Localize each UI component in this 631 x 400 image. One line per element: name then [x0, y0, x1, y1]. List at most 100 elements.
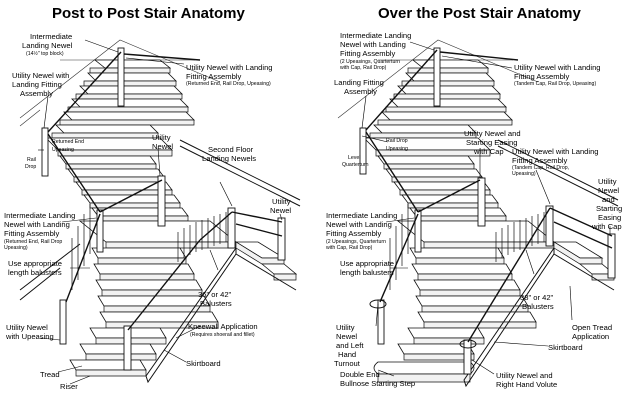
label-r-utility-landing-top-sub: (Tandem Cap, Rail Drop, Upeasing) — [514, 81, 596, 87]
label-r-utility-landing-mid-sub: (Tandem Cap, Rail Drop, — [512, 165, 569, 171]
label-r-intermediate-newel-2: Newel with Landing — [340, 40, 406, 49]
label-second-floor-newels: Second Floor — [208, 145, 254, 154]
label-r-balusters-height: 38" or 42" — [520, 293, 554, 302]
label-kneewall-sub: (Requires shoerail and fillet) — [190, 332, 255, 338]
right-newel-volute — [463, 339, 472, 375]
label-r-use-balusters-2: length balusters — [340, 268, 394, 277]
label-r-upeasing: Upeasing — [386, 146, 408, 152]
label-r-utility-easing-2: Starting Easing — [466, 138, 518, 147]
label-intermediate-assembly-3: Fitting Assembly — [4, 229, 59, 238]
label-r-turnout-3: and Left — [336, 341, 364, 350]
label-intermediate-landing-newel-2: Landing Newel — [22, 41, 73, 50]
label-utility-newel-2: Newel — [152, 142, 173, 151]
label-r-intermediate-newel: Intermediate Landing — [340, 31, 411, 40]
label-use-balusters-2: length balusters — [8, 268, 62, 277]
left-lower-flight — [69, 247, 219, 377]
left-stair-drawing — [19, 39, 301, 385]
label-r-turnout-4: Hand — [338, 350, 356, 359]
label-r-intermediate-low-sub-2: with Cap, Rail Drop) — [326, 245, 373, 251]
label-utility-newel-landing-right-2: Fitting Assembly — [186, 72, 241, 81]
label-drop: Drop — [25, 164, 36, 170]
label-utility-newel-landing-right: Utility Newel with Landing — [186, 63, 273, 72]
label-upeasing: Upeasing — [52, 147, 74, 153]
label-r-intermediate-newel-sub-2: with Cap, Rail Drop) — [340, 65, 387, 71]
label-r-intermediate-newel-sub: (2 Upeasings, Quarterturn — [340, 59, 400, 65]
label-utility-upeasing-2: with Upeasing — [5, 332, 54, 341]
label-utility-newel-landing-top-3: Assembly — [20, 89, 53, 98]
left-leader-lines — [38, 39, 283, 385]
right-newel-top — [433, 47, 441, 107]
label-intermediate-assembly: Intermediate Landing — [4, 211, 75, 220]
label-returned-end: Returned End — [52, 139, 84, 145]
right-panel-text: Over the Post Stair Anatomy Intermediate… — [326, 5, 622, 389]
label-intermediate-assembly-2: Newel with Landing — [4, 220, 70, 229]
label-tread: Tread — [40, 370, 60, 379]
label-r-utility-cap: Utility — [598, 177, 617, 186]
right-newel-far-right — [607, 233, 616, 279]
label-riser: Riser — [60, 382, 78, 391]
left-right-flight — [234, 241, 298, 291]
label-r-double-end: Double End — [340, 370, 380, 379]
label-utility-newel-landing-right-sub: (Returned End, Rail Drop, Upeasing) — [186, 81, 271, 87]
left-newel-upper-right — [157, 175, 166, 227]
label-utility-newel: Utility — [152, 133, 171, 142]
right-newel-upper-right — [477, 177, 486, 227]
right-newel-second-floor — [545, 205, 554, 247]
left-newel-posts — [41, 47, 286, 371]
label-r-utility-landing-top-2: Fitting Assembly — [514, 72, 569, 81]
label-r-open-tread-2: Application — [572, 332, 609, 341]
label-utility-newel-landing-top-2: Landing Fitting — [12, 80, 62, 89]
label-r-utility-cap-6: with Cap — [591, 222, 622, 231]
left-upper-flight — [51, 59, 195, 139]
right-newel-mid — [359, 127, 367, 175]
right-panel-title: Over the Post Stair Anatomy — [378, 5, 581, 22]
label-use-balusters: Use appropriate — [8, 259, 62, 268]
left-newel-top — [117, 47, 125, 107]
left-balusters — [71, 204, 227, 290]
label-r-landing-fitting: Landing Fitting — [334, 78, 384, 87]
left-panel-title: Post to Post Stair Anatomy — [52, 5, 245, 22]
label-utility-upeasing: Utility Newel — [6, 323, 48, 332]
label-r-utility-cap-4: Starting — [596, 204, 622, 213]
right-lower-flight — [373, 247, 537, 383]
label-r-double-end-2: Bullnose Starting Step — [340, 379, 415, 388]
label-intermediate-assembly-sub-2: Upeasing) — [4, 245, 28, 251]
label-r-utility-cap-3: and — [602, 195, 615, 204]
label-balusters: Balusters — [200, 299, 232, 308]
left-handrails — [47, 51, 283, 331]
left-newel-intermediate — [96, 209, 104, 253]
right-newel-posts — [359, 47, 616, 375]
right-stair-drawing — [337, 39, 619, 388]
label-kneewall: Kneewall Application — [188, 322, 258, 331]
right-leader-lines — [361, 41, 611, 377]
label-r-volute-2: Right Hand Volute — [496, 380, 557, 389]
label-r-volute: Utility Newel and — [496, 371, 553, 380]
label-intermediate-landing-newel-sub: (14½" top block) — [26, 50, 64, 57]
left-newel-bottom — [123, 325, 132, 371]
label-utility-newel-far: Utility — [272, 197, 291, 206]
label-r-intermediate-low-2: Newel with Landing — [326, 220, 392, 229]
label-r-open-tread: Open Tread — [572, 323, 612, 332]
label-r-utility-cap-2: Newel — [598, 186, 619, 195]
label-r-utility-easing: Utility Newel and — [464, 129, 521, 138]
label-r-skirtboard: Skirtboard — [548, 343, 583, 352]
label-r-balusters: Balusters — [522, 302, 554, 311]
label-r-utility-landing-top: Utility Newel with Landing — [514, 63, 601, 72]
right-newel-intermediate — [414, 209, 422, 253]
left-newel-far-right — [277, 217, 286, 261]
label-r-utility-easing-3: with Cap — [473, 147, 504, 156]
label-r-intermediate-low-3: Fitting Assembly — [326, 229, 381, 238]
label-skirtboard: Skirtboard — [186, 359, 221, 368]
left-panel-text: Post to Post Stair Anatomy Intermediate … — [4, 5, 291, 391]
right-bullnose-step — [373, 361, 475, 375]
label-rail: Rail — [27, 157, 36, 163]
label-intermediate-assembly-sub: (Returned End, Rail Drop — [4, 239, 62, 245]
label-r-landing-fitting-2: Assembly — [344, 87, 377, 96]
label-r-utility-landing-mid-2: Fitting Assembly — [512, 156, 567, 165]
label-r-use-balusters: Use appropriate — [340, 259, 394, 268]
right-handrails — [365, 49, 613, 343]
label-r-intermediate-low: Intermediate Landing — [326, 211, 397, 220]
label-intermediate-landing-newel: Intermediate — [30, 32, 72, 41]
